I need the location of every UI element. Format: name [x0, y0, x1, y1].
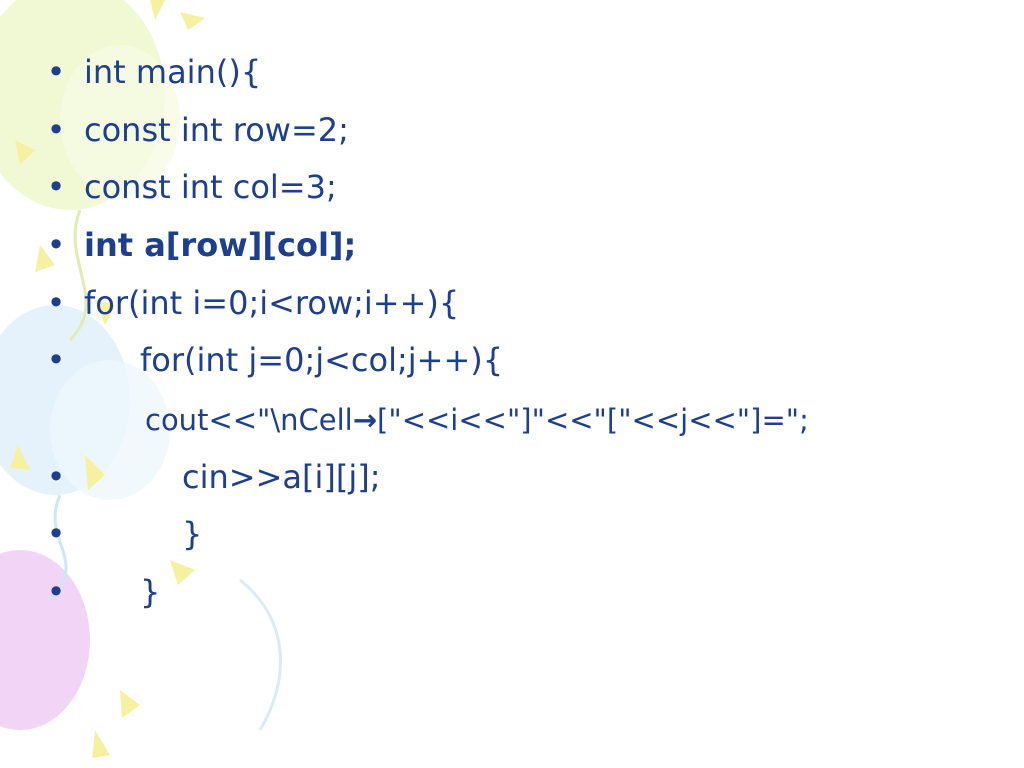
line-text: for(int j=0;j<col;j++){: [140, 341, 504, 379]
bullet: •: [46, 226, 66, 264]
line-text: }: [182, 515, 203, 553]
streamer: [95, 300, 115, 325]
line-text-bold: int a[row][col];: [84, 226, 357, 264]
streamer: [180, 12, 205, 30]
bullet: •: [46, 53, 66, 91]
line-text: const int row=2;: [84, 111, 349, 149]
line-text: int main(){: [84, 53, 262, 91]
arrow-icon: →: [352, 403, 378, 437]
cout-prefix: cout<<"\nCell: [145, 403, 353, 437]
bullet: •: [46, 284, 66, 322]
bullet: •: [46, 111, 66, 149]
bullet: •: [46, 515, 66, 553]
line-text: cout<<"\nCell→["<<i<<"]"<<"["<<j<<"]=";: [145, 400, 809, 440]
bullet: •: [46, 458, 66, 496]
balloon-string: [239, 578, 282, 731]
line-text: const int col=3;: [84, 168, 337, 206]
line-text: }: [140, 573, 161, 611]
streamer: [85, 455, 105, 490]
streamer: [150, 0, 165, 20]
streamer: [10, 445, 30, 470]
bullet: •: [46, 573, 66, 611]
balloon-string: [48, 494, 68, 602]
cout-suffix: ["<<i<<"]"<<"["<<j<<"]=";: [377, 403, 809, 437]
bullet: •: [46, 168, 66, 206]
streamer: [92, 730, 110, 758]
green-balloon-inner: [60, 45, 180, 195]
purple-balloon: [0, 550, 90, 730]
blue-balloon-inner: [50, 360, 170, 500]
line-text: for(int i=0;i<row;i++){: [84, 284, 460, 322]
streamer: [170, 560, 195, 585]
bullet: •: [46, 341, 66, 379]
streamer: [35, 245, 55, 272]
streamer: [15, 140, 35, 165]
streamer: [120, 690, 140, 718]
balloon-string: [68, 209, 88, 342]
line-text: cin>>a[i][j];: [182, 458, 381, 496]
